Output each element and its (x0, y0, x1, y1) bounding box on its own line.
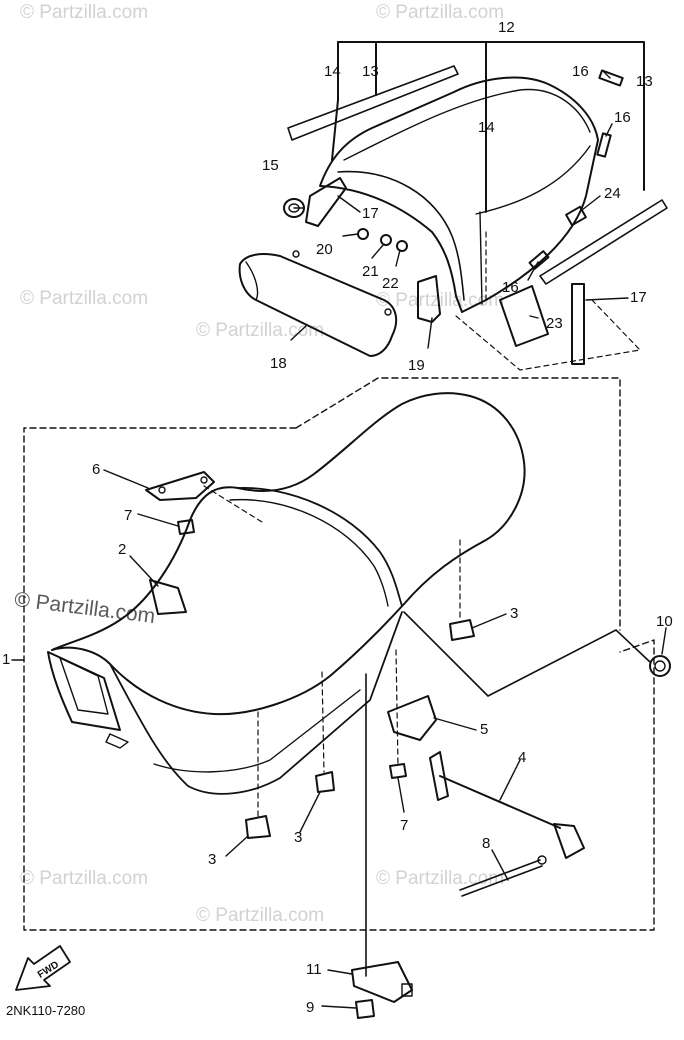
callout-23: 23 (546, 315, 563, 332)
callout-17-upper: 17 (362, 205, 379, 222)
watermark-top-right: © Partzilla.com (376, 2, 505, 23)
part-3-damper-a (449, 619, 475, 641)
part-15-damper (283, 198, 305, 218)
part-9-bolt (355, 999, 375, 1019)
part-21-washer (380, 234, 392, 246)
callout-10: 10 (656, 613, 673, 630)
main-seat-rim (229, 498, 389, 607)
callout-8: 8 (482, 835, 490, 852)
callout-3-mid: 3 (294, 829, 302, 846)
part-3-damper-b (315, 771, 335, 793)
seat-cowl-top (343, 88, 591, 161)
callout-22: 22 (382, 275, 399, 292)
callout-11: 11 (306, 961, 322, 978)
callout-12: 12 (498, 19, 515, 36)
part-3-damper-c (245, 815, 271, 839)
callout-13-right: 13 (636, 73, 653, 90)
part-24-clip (565, 205, 587, 227)
callout-16-top: 16 (572, 63, 589, 80)
callout-16-mid: 16 (614, 109, 631, 126)
callout-15: 15 (262, 157, 279, 174)
callout-6: 6 (92, 461, 100, 478)
callout-16-low: 16 (502, 279, 519, 296)
main-seat-top (237, 487, 403, 607)
callout-3-right: 3 (510, 605, 518, 622)
diagram-code: 2NK110-7280 (6, 1003, 86, 1018)
seat-cowl-base (479, 211, 483, 305)
part-5-latch (387, 695, 437, 741)
part-7-nut-upper (177, 519, 195, 535)
callout-1: 1 (2, 651, 10, 668)
callout-3-left: 3 (208, 851, 216, 868)
callout-2: 2 (118, 541, 126, 558)
callout-14-left: 14 (324, 63, 341, 80)
callout-19: 19 (408, 357, 425, 374)
fwd-arrow (15, 945, 71, 991)
bracket-14-left (331, 41, 339, 161)
callout-24: 24 (604, 185, 621, 202)
callout-18: 18 (270, 355, 287, 372)
seat-cowl-side (475, 145, 591, 215)
stripe-right (539, 199, 668, 285)
callout-5: 5 (480, 721, 488, 738)
part-2-bracket (149, 579, 187, 615)
callout-13-left: 13 (362, 63, 379, 80)
part-19-bracket (417, 275, 441, 323)
bracket-12-13 (337, 41, 645, 191)
part-7-nut-lower (389, 763, 407, 779)
callout-4: 4 (518, 749, 526, 766)
part-10-knob (649, 655, 671, 677)
part-22-nut (396, 240, 408, 252)
watermark-mid-right: © Partzilla.com (376, 290, 505, 311)
callout-20: 20 (316, 241, 333, 258)
part-8-spring (459, 859, 543, 897)
seat-front-tab (47, 651, 121, 731)
main-seat-side (109, 611, 403, 795)
callout-14-mid: 14 (478, 119, 495, 136)
assembly-1-outline (23, 377, 655, 931)
part-16-clip-b (596, 132, 612, 158)
watermark-mid-center: © Partzilla.com (196, 320, 325, 341)
callout-21: 21 (362, 263, 379, 280)
seat-cowl-inner (337, 170, 465, 301)
seat-cowl (319, 76, 599, 313)
cowl-ghost (455, 299, 641, 371)
watermark-low-left: © Partzilla.com (20, 868, 149, 889)
watermark-top-left: © Partzilla.com (20, 2, 149, 23)
part-23-pad (499, 285, 549, 347)
part-20-bolt (357, 228, 369, 240)
part-6-hinge (145, 471, 215, 501)
watermark-low-right: © Partzilla.com (376, 868, 505, 889)
callout-7-upper: 7 (124, 507, 132, 524)
callout-9: 9 (306, 999, 314, 1016)
part-4-end (553, 823, 585, 859)
part-16-clip-c (528, 250, 550, 270)
main-seat (51, 392, 526, 716)
part-18-pad (238, 253, 398, 357)
part-17-bracket-upper (305, 177, 347, 227)
callout-17-right: 17 (630, 289, 647, 306)
main-seat-bottom (153, 689, 361, 773)
watermark-low-center: © Partzilla.com (196, 905, 325, 926)
part-4-rod (429, 751, 449, 801)
part-16-clip-a (598, 69, 624, 87)
stripe-left (287, 65, 459, 141)
watermark-mid-left: © Partzilla.com (20, 288, 149, 309)
part-17-strip (571, 283, 585, 365)
callout-7-lower: 7 (400, 817, 408, 834)
